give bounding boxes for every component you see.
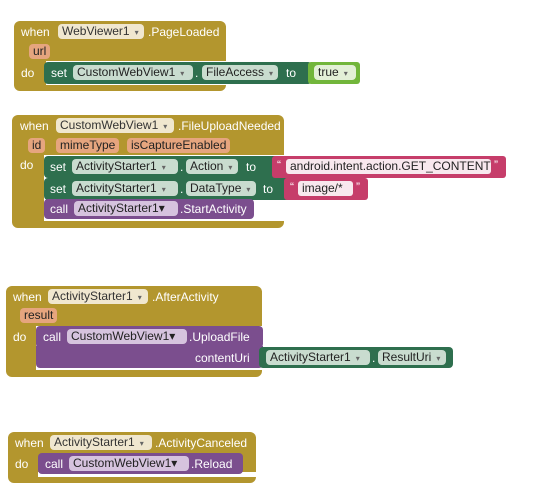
call-keyword: call [50, 202, 69, 216]
property-label: DataType [190, 181, 242, 195]
method-name: .UploadFile [189, 330, 250, 344]
component-label: WebViewer1 [62, 24, 130, 38]
property-label: Action [190, 159, 224, 173]
dot-separator: . [195, 66, 199, 80]
dropdown-arrow-icon: ▾ [161, 185, 166, 194]
dot-separator: . [372, 351, 376, 365]
param-iscaptureenabled[interactable]: isCaptureEnabled [127, 138, 231, 153]
when-keyword: when [13, 290, 42, 304]
component-dropdown-activitystarter1[interactable]: ActivityStarter1 ▾ [72, 181, 178, 196]
property-label: ResultUri [382, 350, 432, 364]
string-value-action[interactable]: android.intent.action.GET_CONTENT [286, 159, 491, 174]
component-label: ActivityStarter1 [54, 435, 135, 449]
call-keyword: call [43, 330, 62, 344]
dropdown-arrow-icon: ▾ [180, 69, 185, 78]
property-dropdown-datatype[interactable]: DataType ▾ [186, 181, 256, 196]
dropdown-arrow-icon: ▾ [163, 122, 168, 131]
property-dropdown-action[interactable]: Action ▾ [186, 159, 238, 174]
component-label: CustomWebView1 [77, 65, 176, 79]
component-dropdown-activitystarter1[interactable]: ActivityStarter1 ▾ [72, 159, 178, 174]
dropdown-arrow-icon: ▾ [355, 354, 360, 363]
argument-name: contentUri [195, 351, 250, 365]
component-label: ActivityStarter1 [78, 201, 159, 215]
property-dropdown-resulturi[interactable]: ResultUri ▾ [378, 350, 446, 365]
dropdown-arrow-icon: ▾ [436, 354, 441, 363]
component-label: CustomWebView1 [71, 329, 170, 343]
to-keyword: to [246, 160, 257, 174]
dot-separator: . [180, 182, 184, 196]
method-name: .Reload [191, 457, 233, 471]
dropdown-arrow-icon: ▾ [269, 69, 274, 78]
dropdown-arrow-icon: ▾ [158, 201, 165, 215]
dropdown-arrow-icon: ▾ [343, 69, 348, 78]
component-dropdown-customwebview1[interactable]: CustomWebView1▾ [67, 329, 187, 344]
event-name: .PageLoaded [148, 25, 220, 39]
to-keyword: to [286, 66, 297, 80]
do-keyword: do [13, 330, 27, 344]
component-label: ActivityStarter1 [52, 289, 133, 303]
dropdown-arrow-icon: ▾ [228, 163, 233, 172]
quote-open: “ [277, 158, 281, 172]
boolean-label: true [318, 65, 339, 79]
property-label: FileAccess [206, 65, 265, 79]
set-keyword: set [51, 66, 68, 80]
dropdown-arrow-icon: ▾ [169, 329, 176, 343]
do-keyword: do [21, 66, 35, 80]
call-block-uploadfile-arm [36, 346, 263, 368]
when-keyword: when [15, 436, 44, 450]
component-dropdown-customwebview1[interactable]: CustomWebView1 ▾ [56, 118, 174, 133]
component-dropdown-activitystarter1[interactable]: ActivityStarter1 ▾ [266, 350, 370, 365]
quote-close: ” [494, 158, 498, 172]
when-keyword: when [20, 119, 49, 133]
param-mimetype[interactable]: mimeType [56, 138, 120, 153]
component-dropdown-activitystarter1[interactable]: ActivityStarter1 ▾ [50, 435, 152, 450]
component-label: ActivityStarter1 [76, 181, 157, 195]
quote-close: ” [356, 180, 360, 194]
do-keyword: do [15, 457, 29, 471]
to-keyword: to [263, 182, 274, 196]
event-name: .ActivityCanceled [155, 436, 248, 450]
component-label: CustomWebView1 [73, 456, 172, 470]
event-name: .AfterActivity [152, 290, 219, 304]
dropdown-arrow-icon: ▾ [171, 456, 178, 470]
dropdown-arrow-icon: ▾ [246, 185, 251, 194]
set-keyword: set [50, 182, 67, 196]
dropdown-arrow-icon: ▾ [161, 163, 166, 172]
do-keyword: do [20, 158, 34, 172]
property-dropdown-fileaccess[interactable]: FileAccess ▾ [202, 65, 278, 80]
set-keyword: set [50, 160, 67, 174]
param-result[interactable]: result [20, 308, 58, 323]
param-url[interactable]: url [29, 44, 51, 59]
string-value-datatype[interactable]: image/* [298, 181, 353, 196]
component-label: ActivityStarter1 [270, 350, 351, 364]
param-id[interactable]: id [28, 138, 46, 153]
boolean-dropdown[interactable]: true ▾ [314, 65, 356, 80]
component-dropdown-activitystarter1[interactable]: ActivityStarter1▾ [74, 201, 178, 216]
component-label: CustomWebView1 [60, 118, 159, 132]
method-name: .StartActivity [180, 202, 247, 216]
event-name: .FileUploadNeeded [178, 119, 281, 133]
quote-open: “ [290, 180, 294, 194]
dropdown-arrow-icon: ▾ [137, 293, 142, 302]
dot-separator: . [180, 160, 184, 174]
component-dropdown-customwebview1[interactable]: CustomWebView1 ▾ [73, 65, 193, 80]
dropdown-arrow-icon: ▾ [134, 28, 139, 37]
component-dropdown-activitystarter1[interactable]: ActivityStarter1 ▾ [48, 289, 148, 304]
call-keyword: call [45, 457, 64, 471]
component-label: ActivityStarter1 [76, 159, 157, 173]
component-dropdown-customwebview1[interactable]: CustomWebView1▾ [69, 456, 189, 471]
dropdown-arrow-icon: ▾ [139, 439, 144, 448]
component-dropdown-webviewer1[interactable]: WebViewer1 ▾ [58, 24, 144, 39]
when-keyword: when [21, 25, 50, 39]
